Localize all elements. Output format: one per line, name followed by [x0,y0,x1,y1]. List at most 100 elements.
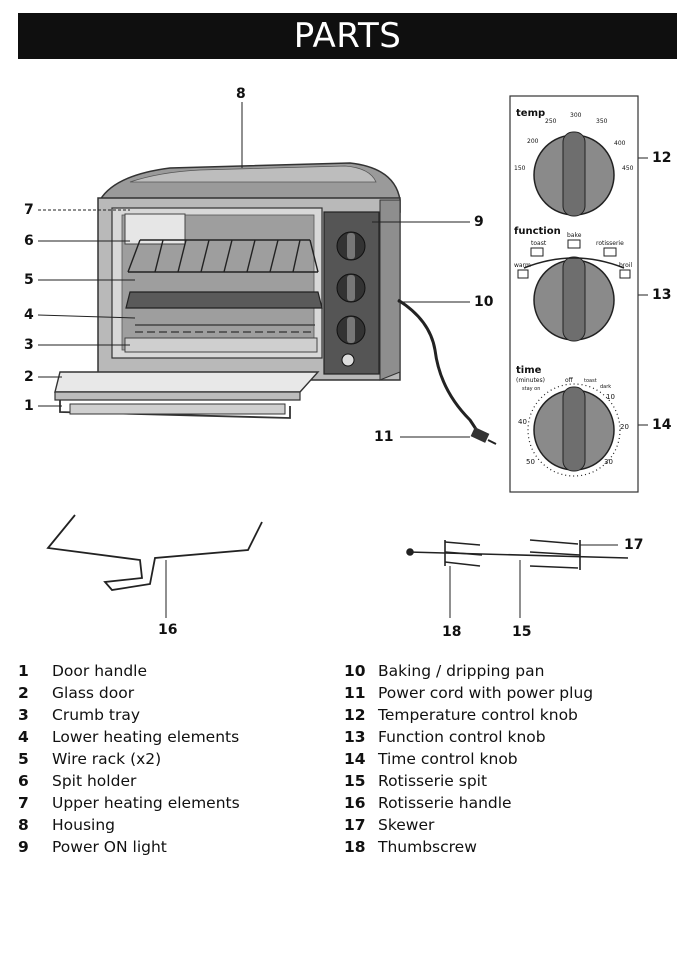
legend-num: 9 [18,838,29,856]
function-label: function [514,226,561,237]
callout-6: 6 [24,233,34,249]
time-tick: toast [584,378,597,384]
legend-item: 11 Power cord with power plug [344,682,674,704]
legend-num: 3 [18,706,29,724]
legend-item: 7 Upper heating elements [18,792,328,814]
callout-9: 9 [474,214,484,230]
legend-item: 1 Door handle [18,660,328,682]
function-option: toast [531,240,547,247]
function-option: rotisserie [596,240,624,247]
legend-item: 14 Time control knob [344,748,674,770]
callout-16: 16 [158,622,178,638]
page-title: PARTS [18,13,677,59]
callout-1: 1 [24,398,34,414]
legend-label: Temperature control knob [378,706,578,724]
callout-3: 3 [24,337,34,353]
time-label: time [516,365,542,376]
legend-num: 5 [18,750,29,768]
callout-4: 4 [24,307,34,323]
temp-tick: 250 [545,118,557,125]
legend-num: 12 [344,706,366,724]
callout-7: 7 [24,202,34,218]
function-option: broil [619,262,633,269]
callout-10: 10 [474,294,494,310]
temp-tick: 400 [614,140,626,147]
legend-label: Spit holder [52,772,137,790]
legend-item: 8 Housing [18,814,328,836]
callout-12: 12 [652,150,672,166]
time-tick: off [565,377,573,384]
legend-num: 1 [18,662,29,680]
legend-label: Rotisserie spit [378,772,488,790]
legend-item: 9 Power ON light [18,836,328,858]
legend-label: Baking / dripping pan [378,662,545,680]
callout-11: 11 [374,429,394,445]
legend-label: Upper heating elements [52,794,240,812]
time-tick: 40 [518,418,527,426]
parts-legend-left: 1 Door handle 2 Glass door 3 Crumb tray 4 Lo… [18,660,328,858]
legend-item: 5 Wire rack (x2) [18,748,328,770]
callout-18: 18 [442,624,462,640]
legend-num: 18 [344,838,366,856]
temp-tick: 450 [622,165,634,172]
time-tick: 20 [620,423,629,431]
oven-drawing [54,162,497,445]
legend-num: 11 [344,684,366,702]
legend-item: 15 Rotisserie spit [344,770,674,792]
temp-label: temp [516,108,546,119]
legend-num: 16 [344,794,366,812]
legend-item: 6 Spit holder [18,770,328,792]
time-tick: 50 [526,458,535,466]
function-option: warm [514,262,531,269]
time-tick: 10 [606,393,615,401]
callout-17: 17 [624,537,644,553]
legend-label: Rotisserie handle [378,794,512,812]
legend-label: Lower heating elements [52,728,240,746]
legend-label: Skewer [378,816,435,834]
legend-item: 10 Baking / dripping pan [344,660,674,682]
legend-num: 8 [18,816,29,834]
parts-legend-right: 10 Baking / dripping pan 11 Power cord wit… [344,660,674,858]
callout-8: 8 [236,86,246,102]
legend-item: 4 Lower heating elements [18,726,328,748]
callout-13: 13 [652,287,672,303]
time-tick: stay on [522,386,541,392]
legend-item: 3 Crumb tray [18,704,328,726]
legend-num: 6 [18,772,29,790]
temp-tick: 300 [570,112,582,119]
callout-14: 14 [652,417,672,433]
temp-tick: 200 [527,138,539,145]
callout-15: 15 [512,624,532,640]
legend-item: 17 Skewer [344,814,674,836]
legend-num: 10 [344,662,366,680]
callout-2: 2 [24,369,34,385]
legend-label: Function control knob [378,728,546,746]
control-panel-detail [509,95,639,493]
legend-label: Glass door [52,684,135,702]
legend-label: Door handle [52,662,148,680]
legend-num: 4 [18,728,29,746]
time-tick: dark [600,384,612,390]
rotisserie-spit-drawing [406,539,629,618]
legend-label: Thumbscrew [378,838,477,856]
temp-tick: 150 [514,165,526,172]
legend-label: Crumb tray [52,706,141,724]
legend-num: 13 [344,728,366,746]
legend-num: 2 [18,684,29,702]
legend-num: 17 [344,816,366,834]
legend-item: 12 Temperature control knob [344,704,674,726]
rotisserie-handle-drawing [46,514,263,618]
legend-label: Time control knob [378,750,518,768]
legend-num: 7 [18,794,29,812]
legend-label: Power cord with power plug [378,684,594,702]
legend-item: 18 Thumbscrew [344,836,674,858]
legend-num: 15 [344,772,366,790]
temp-tick: 350 [596,118,608,125]
legend-label: Power ON light [52,838,167,856]
time-sub-label: (minutes) [516,377,545,384]
legend-num: 14 [344,750,366,768]
legend-item: 13 Function control knob [344,726,674,748]
legend-label: Wire rack (x2) [52,750,162,768]
legend-item: 2 Glass door [18,682,328,704]
legend-label: Housing [52,816,116,834]
